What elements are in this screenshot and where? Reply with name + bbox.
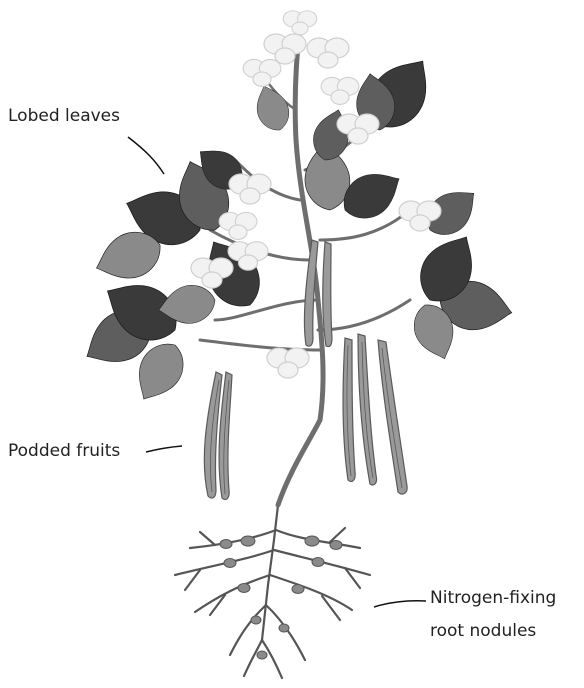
label-lobed-leaves: Lobed leaves bbox=[8, 106, 164, 174]
leader-line-icon bbox=[374, 601, 426, 607]
label-text: root nodules bbox=[430, 621, 536, 641]
label-text: Podded fruits bbox=[8, 441, 120, 461]
label-text: Lobed leaves bbox=[8, 106, 120, 126]
root-system bbox=[175, 505, 370, 678]
label-text: Nitrogen-fixing bbox=[430, 588, 556, 608]
leader-line-icon bbox=[146, 446, 182, 452]
label-podded-fruits: Podded fruits bbox=[8, 441, 182, 461]
leader-line-icon bbox=[128, 137, 164, 174]
label-root-nodules: Nitrogen-fixing root nodules bbox=[374, 588, 556, 641]
